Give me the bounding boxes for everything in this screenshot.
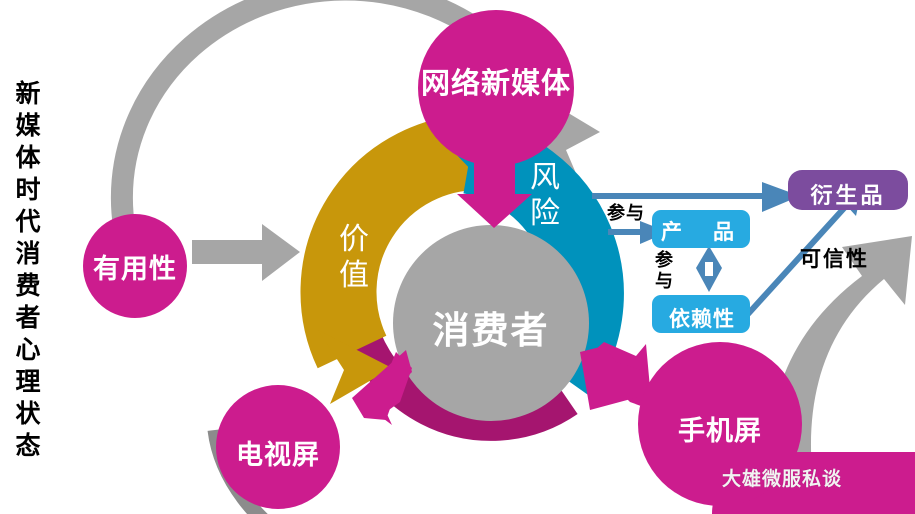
- arrow-product-dependency: [696, 246, 722, 292]
- page-title: 新媒体时代消费者心理状态: [12, 80, 41, 464]
- arrow-usefulness-to-value: [192, 224, 300, 281]
- circle-tv-screen: [216, 385, 340, 509]
- arrow-down-media: [457, 162, 532, 228]
- concept-boxes: [652, 170, 908, 333]
- circle-web-new-media: [418, 10, 574, 166]
- arrow-up-tv: [352, 350, 412, 420]
- derivative-box: [788, 170, 908, 210]
- product-box: [652, 210, 750, 248]
- magenta-arrows: [352, 162, 652, 425]
- consumer-circle: [393, 225, 589, 421]
- circle-usefulness: [83, 214, 187, 318]
- factor-circles: [83, 10, 802, 509]
- arrow-dependency-to-derivative: [745, 203, 849, 317]
- circle-phone-screen: [638, 342, 802, 506]
- arrow-up-phone: [580, 346, 648, 410]
- dependency-box: [652, 295, 750, 333]
- arrowhead-derivative-top: [762, 182, 800, 212]
